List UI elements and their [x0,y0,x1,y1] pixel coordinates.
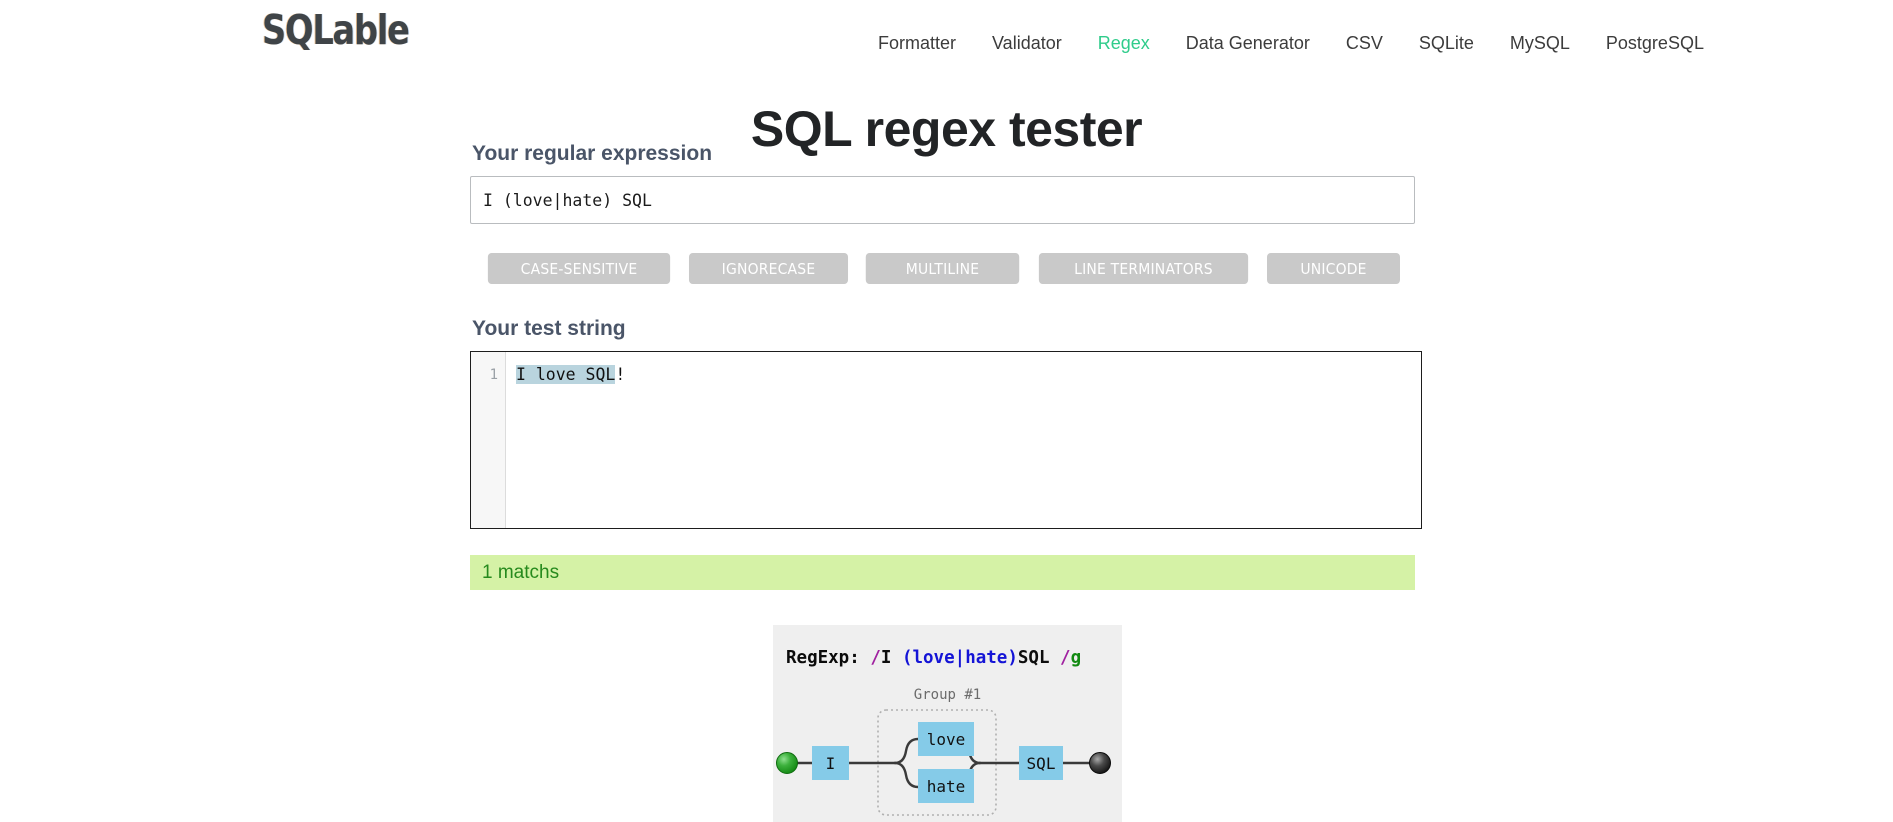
nav-item-csv[interactable]: CSV [1345,33,1383,53]
match-count-text: 1 matchs [482,561,560,583]
nav-item-validator[interactable]: Validator [992,33,1062,53]
test-string-editor[interactable]: 1 I love SQL! [470,351,1422,529]
regexp-flag-g: g [1070,648,1082,668]
group-boundary [877,709,997,816]
node-branch-hate: hate [918,769,974,803]
regexp-literal-prefix: I [880,648,902,668]
node-branch-love: love [918,722,974,756]
test-string-remainder: ! [615,365,626,384]
match-count-banner: 1 matchs [470,555,1415,590]
regex-input[interactable]: I (love|hate) SQL [470,176,1415,224]
page-title: SQL regex tester [750,100,1143,157]
node-literal-sql: SQL [1019,746,1063,780]
regexp-alt-first: love [912,648,955,668]
node-literal-i-label: I [826,754,836,773]
flag-button-group: CASE-SENSITIVE IGNORECASE MULTILINE LINE… [470,253,1415,284]
regexp-group-close: ) [1007,648,1018,668]
regexp-close-slash: / [1049,648,1071,668]
line-number-gutter: 1 [471,352,506,528]
flag-multiline[interactable]: MULTILINE [865,253,1019,284]
match-highlight: I love SQL [516,365,616,384]
flag-unicode[interactable]: UNICODE [1266,253,1400,284]
regex-diagram-panel: RegExp: /I (love|hate)SQL /g Group #1 [773,625,1122,822]
nav-item-postgresql[interactable]: PostgreSQL [1605,33,1704,53]
start-node-icon [776,752,798,774]
regexp-alt-pipe: | [954,648,966,668]
node-literal-sql-label: SQL [1027,754,1056,773]
regexp-open-slash: / [870,648,881,668]
regexp-group-open: ( [901,648,913,668]
site-header: SQLable Formatter Validator Regex Data G… [0,0,1893,66]
form-column: Your regular expression I (love|hate) SQ… [470,142,1422,590]
node-branch-love-label: love [927,730,966,749]
nav-item-formatter[interactable]: Formatter [878,33,957,53]
test-string-content[interactable]: I love SQL! [506,352,1421,528]
railroad-diagram: I love hate SQL [776,709,1111,816]
nav-item-mysql[interactable]: MySQL [1509,33,1570,53]
regexp-literal-suffix: SQL [1017,648,1050,668]
regexp-source-line: RegExp: /I (love|hate)SQL /g [786,648,1081,668]
node-branch-hate-label: hate [927,777,966,796]
line-number: 1 [489,367,498,383]
node-literal-i: I [812,746,849,780]
flag-line-terminators[interactable]: LINE TERMINATORS [1038,253,1248,284]
regex-field-label: Your regular expression [472,142,713,165]
nav-item-regex[interactable]: Regex [1097,33,1150,53]
nav-item-data-generator[interactable]: Data Generator [1185,33,1310,53]
end-node-icon [1089,752,1111,774]
nav-item-sqlite[interactable]: SQLite [1418,33,1474,53]
main-nav: Formatter Validator Regex Data Generator… [860,33,1722,53]
test-string-label: Your test string [472,317,626,340]
site-logo[interactable]: SQLable [262,6,410,54]
regexp-alt-second: hate [965,648,1008,668]
regexp-label: RegExp: [786,648,860,668]
regex-input-value: I (love|hate) SQL [483,190,652,210]
group-caption: Group #1 [913,687,982,703]
flag-case-sensitive[interactable]: CASE-SENSITIVE [487,253,670,284]
flag-ignorecase[interactable]: IGNORECASE [688,253,848,284]
